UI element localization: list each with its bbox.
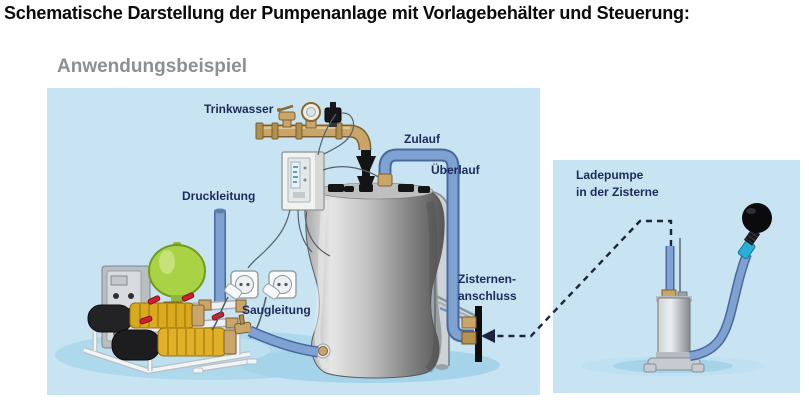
valve-handles — [139, 292, 225, 325]
label-ladepumpe-line2: in der Zisterne — [576, 185, 659, 199]
section-heading: Anwendungsbeispiel — [57, 56, 248, 77]
solenoid-valve-icon — [324, 102, 342, 127]
floating-intake — [689, 203, 772, 361]
booster-pump-set — [83, 242, 258, 375]
label-ladepumpe: Ladepumpe in der Zisterne — [576, 167, 659, 201]
charging-pump — [643, 238, 705, 373]
inlet-pipe — [377, 148, 474, 343]
label-trinkwasser: Trinkwasser — [204, 102, 274, 116]
connection-arrow — [481, 219, 673, 343]
suction-hose — [234, 314, 319, 358]
air-gap-funnel — [356, 150, 376, 192]
water-meter-icon — [301, 102, 321, 129]
label-zisternenanschluss-line1: Zisternen- — [458, 272, 517, 286]
label-zisternenanschluss-line2: anschluss — [458, 289, 517, 303]
pump-front — [111, 327, 237, 361]
outlet-right — [249, 270, 297, 339]
power-outlets — [211, 270, 297, 339]
label-zisternenanschluss: Zisternen- anschluss — [458, 271, 517, 305]
label-ladepumpe-line1: Ladepumpe — [576, 168, 644, 182]
pressure-pipe — [214, 208, 226, 308]
main-diagram-panel — [47, 88, 540, 395]
page-title: Schematische Darstellung der Pumpenanlag… — [4, 3, 690, 23]
label-ueberlauf: Überlauf — [431, 163, 480, 177]
cistern-connection — [461, 306, 482, 362]
suction-tap-valve — [234, 314, 252, 335]
control-unit — [247, 112, 381, 269]
tap-valve-icon — [277, 104, 296, 128]
label-saugleitung: Saugleitung — [242, 303, 311, 317]
float-ball — [742, 203, 772, 233]
label-zulauf: Zulauf — [404, 132, 440, 146]
storage-tank — [305, 182, 445, 379]
arrowhead-icon — [481, 329, 495, 343]
label-druckleitung: Druckleitung — [182, 189, 256, 203]
outlet-left — [211, 270, 259, 331]
cistern-panel — [553, 160, 800, 393]
